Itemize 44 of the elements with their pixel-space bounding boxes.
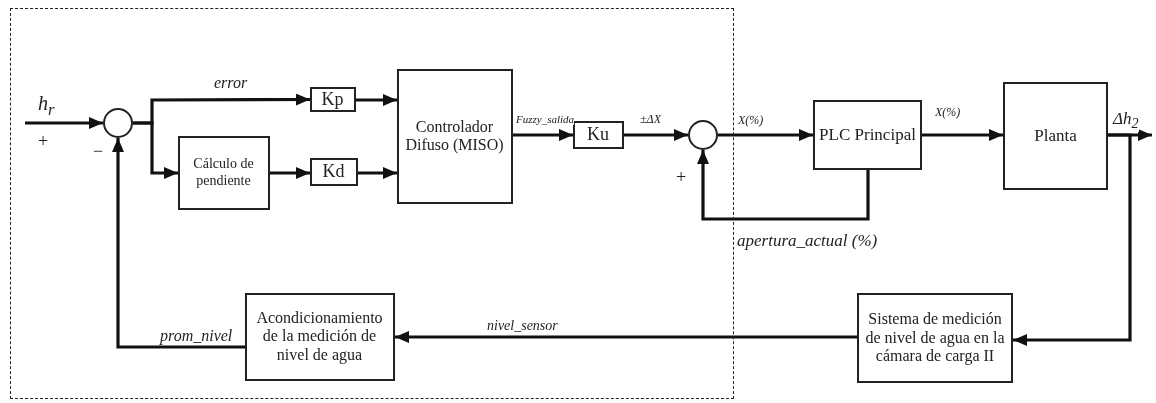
summing-junction <box>102 107 133 138</box>
arrow <box>922 129 1003 141</box>
sign-label: + <box>676 168 687 186</box>
edge-label: prom_nivel <box>160 327 233 345</box>
arrow <box>356 94 397 106</box>
edge-label: X(%) <box>935 106 961 120</box>
arrow <box>1013 133 1132 346</box>
block-box <box>309 86 356 112</box>
block-label: Controlador Difuso (MISO) <box>404 117 505 155</box>
block-label: Kp <box>321 88 344 110</box>
block-label: Sistema de medición de nivel de agua en la cámara de carga II <box>864 310 1006 366</box>
edge-label: Δh$_{2}$ <box>1113 110 1139 132</box>
arrow <box>25 117 103 129</box>
arrow <box>133 121 178 179</box>
arrow <box>112 138 245 349</box>
summing-junction <box>687 119 718 150</box>
block-box <box>177 135 270 210</box>
block-box <box>857 293 1013 383</box>
block-label: PLC Principal <box>819 125 916 145</box>
edge-label: X(%) <box>738 114 764 128</box>
arrow <box>513 129 573 141</box>
block-label: Ku <box>587 124 609 145</box>
edge-label: nivel_sensor <box>487 318 558 334</box>
block-label: Planta <box>1034 126 1077 146</box>
block-box <box>572 120 624 149</box>
block-label: Cálculo de pendiente <box>192 156 255 189</box>
arrow <box>395 331 857 343</box>
block-box <box>1003 82 1108 190</box>
edge-label: apertura_actual (%) <box>737 232 878 251</box>
arrow <box>358 167 397 179</box>
block-box <box>309 157 358 186</box>
arrow <box>718 129 813 141</box>
block-box <box>396 68 513 204</box>
dashed-boundary <box>10 8 734 399</box>
block-box <box>813 100 922 170</box>
arrow <box>270 167 310 179</box>
edge-label: Fuzzy_salida <box>516 113 575 126</box>
block-label: Acondicionamiento de la medición de nivel de agua <box>255 308 384 365</box>
sign-label: − <box>93 142 104 160</box>
arrow <box>697 150 870 221</box>
block-box <box>244 292 395 381</box>
sign-label: + <box>38 132 49 150</box>
block-label: Kd <box>322 161 345 182</box>
arrow <box>624 129 688 141</box>
